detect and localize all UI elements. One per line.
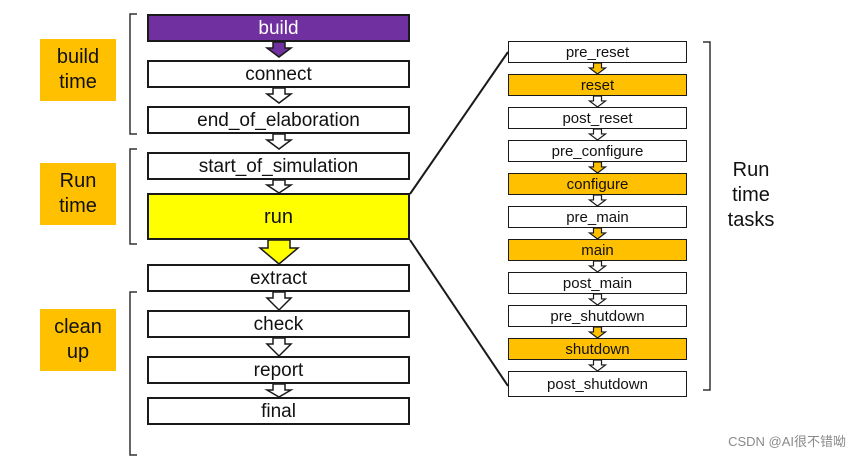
phase-build: build <box>147 14 410 42</box>
phase-extract: extract <box>147 264 410 292</box>
task-arrow <box>587 161 608 174</box>
zoom-line-bottom <box>409 239 509 387</box>
run-time-tasks-label: Run time tasks <box>727 159 775 231</box>
arrow-check-report <box>265 337 293 358</box>
phase-final: final <box>147 397 410 425</box>
task-post-reset: post_reset <box>508 107 687 129</box>
bracket-build-time <box>129 13 137 135</box>
task-arrow <box>587 227 608 240</box>
task-arrows <box>587 62 608 372</box>
task-arrow <box>587 194 608 207</box>
phase-arrows <box>257 41 301 398</box>
arrow-sos-run <box>264 179 294 194</box>
task-pre-main: pre_main <box>508 206 687 228</box>
arrow-build-connect <box>264 41 294 58</box>
arrow-report-final <box>264 383 294 398</box>
phase-end-of-elaboration: end_of_elaboration <box>147 106 410 134</box>
phase-connect: connect <box>147 60 410 88</box>
task-pre-shutdown: pre_shutdown <box>508 305 687 327</box>
task-shutdown: shutdown <box>508 338 687 360</box>
bracket-run-time <box>129 148 137 245</box>
task-post-shutdown: post_shutdown <box>508 371 687 397</box>
arrow-extract-check <box>265 291 293 312</box>
bracket-run-time-tasks <box>703 41 711 391</box>
task-configure: configure <box>508 173 687 195</box>
task-pre-configure: pre_configure <box>508 140 687 162</box>
task-main: main <box>508 239 687 261</box>
task-arrow <box>587 260 608 273</box>
phase-run: run <box>147 193 410 240</box>
task-reset: reset <box>508 74 687 96</box>
task-post-main: post_main <box>508 272 687 294</box>
group-label-run-time: Run time <box>40 163 116 225</box>
phase-start-of-simulation: start_of_simulation <box>147 152 410 180</box>
phase-report: report <box>147 356 410 384</box>
task-arrow <box>587 95 608 108</box>
task-pre-reset: pre_reset <box>508 41 687 63</box>
group-label-clean-up: clean up <box>40 309 116 371</box>
arrow-run-extract <box>257 239 301 265</box>
arrow-connect-eoe <box>264 87 294 104</box>
task-arrow <box>587 293 608 306</box>
phase-check: check <box>147 310 410 338</box>
task-arrow <box>587 359 608 372</box>
arrow-eoe-sos <box>264 133 294 150</box>
watermark: CSDN @AI很不错呦 <box>728 434 846 449</box>
task-arrow <box>587 326 608 339</box>
bracket-clean-up <box>129 291 137 456</box>
task-arrow <box>587 62 608 75</box>
task-arrow <box>587 128 608 141</box>
zoom-line-top <box>409 51 509 195</box>
group-label-build-time: build time <box>40 39 116 101</box>
